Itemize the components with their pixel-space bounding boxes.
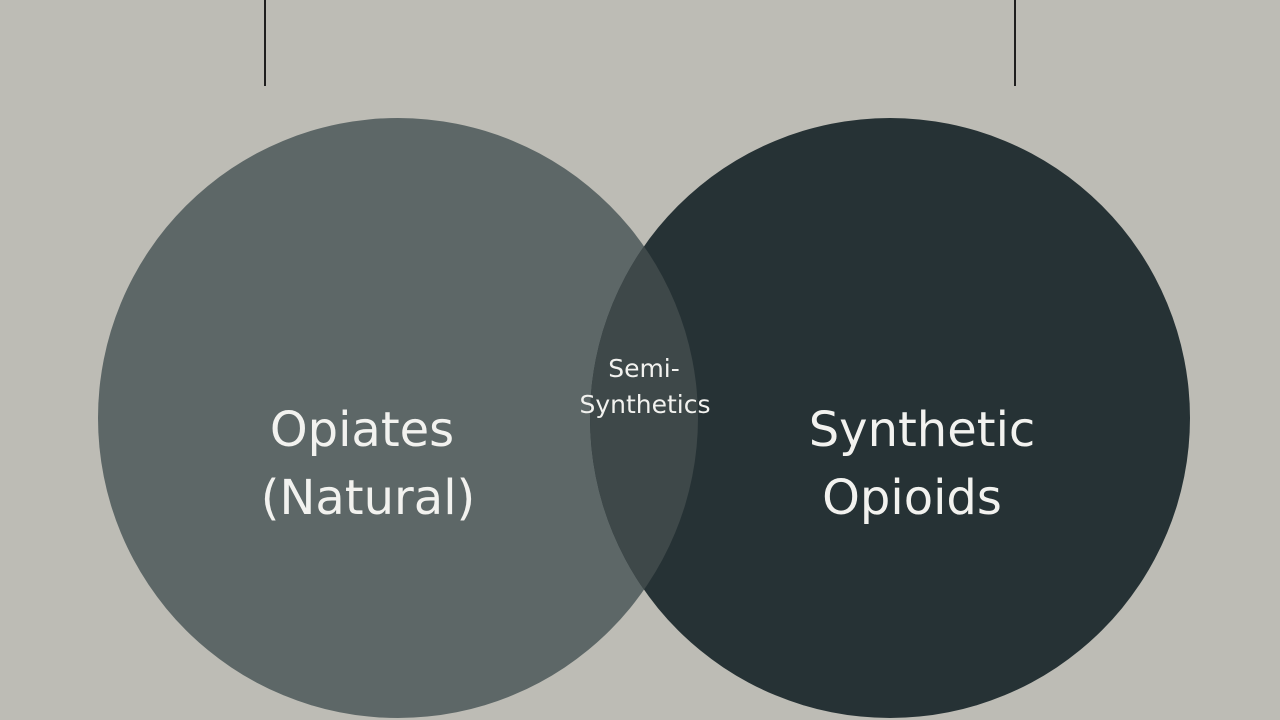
synthetic-opioids-circle: [590, 118, 1190, 718]
opiates-label-line1: Opiates: [270, 402, 454, 458]
semi-synthetics-label-line2: Synthetics: [579, 390, 710, 419]
synthetic-opioids-label-line1: Synthetic: [809, 402, 1036, 458]
semi-synthetics-label-line1: Semi-: [608, 354, 680, 383]
opiates-circle: [98, 118, 698, 718]
opiates-label-line2: (Natural): [261, 470, 476, 526]
right-hanging-line: [1014, 0, 1016, 86]
synthetic-opioids-label-line2: Opioids: [822, 470, 1002, 526]
left-hanging-line: [264, 0, 266, 86]
